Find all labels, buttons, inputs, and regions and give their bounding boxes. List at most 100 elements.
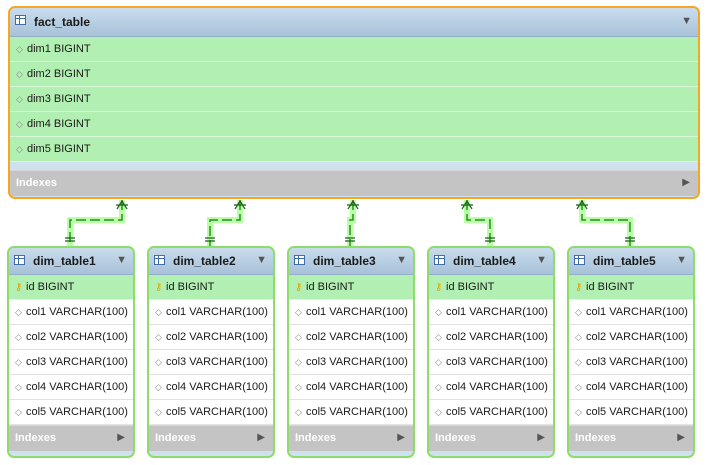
column-label: col3 VARCHAR(100) xyxy=(446,356,548,368)
relationship-dim1[interactable] xyxy=(65,199,128,246)
column-row[interactable]: ◇ col5 VARCHAR(100) xyxy=(569,400,693,425)
column-row[interactable]: ◇ col4 VARCHAR(100) xyxy=(429,375,553,400)
column-label: col3 VARCHAR(100) xyxy=(166,356,268,368)
column-row[interactable]: ◇ col4 VARCHAR(100) xyxy=(289,375,413,400)
triangle-down-icon[interactable]: ▼ xyxy=(681,15,692,27)
dim-table1-entity[interactable]: dim_table1 ▼ ⚷ id BIGINT ◇ col1 VARCHAR(… xyxy=(7,246,135,458)
column-row[interactable]: ◇ col4 VARCHAR(100) xyxy=(569,375,693,400)
triangle-right-icon[interactable]: ▶ xyxy=(682,177,690,188)
triangle-right-icon[interactable]: ▶ xyxy=(117,432,125,443)
column-row[interactable]: ◇ col4 VARCHAR(100) xyxy=(149,375,273,400)
column-row[interactable]: ◇ col5 VARCHAR(100) xyxy=(429,400,553,425)
column-label: id BIGINT xyxy=(586,281,635,293)
dim-table-header[interactable]: dim_table3 ▼ xyxy=(289,248,413,275)
column-row[interactable]: ◇ dim5 BIGINT xyxy=(10,137,698,162)
triangle-down-icon[interactable]: ▼ xyxy=(116,254,127,266)
column-row[interactable]: ◇ dim2 BIGINT xyxy=(10,62,698,87)
triangle-right-icon[interactable]: ▶ xyxy=(677,432,685,443)
table-name: fact_table xyxy=(34,15,91,29)
fact-table-entity[interactable]: fact_table ▼ ◇ dim1 BIGINT ◇ dim2 BIGINT… xyxy=(8,6,700,199)
column-row[interactable]: ◇ col5 VARCHAR(100) xyxy=(149,400,273,425)
relationship-dim5[interactable] xyxy=(576,199,635,246)
column-row[interactable]: ◇ col3 VARCHAR(100) xyxy=(149,350,273,375)
dim-table-header[interactable]: dim_table1 ▼ xyxy=(9,248,133,275)
indexes-label: Indexes xyxy=(435,432,476,444)
dim-table-header[interactable]: dim_table5 ▼ xyxy=(569,248,693,275)
relationship-dim4[interactable] xyxy=(461,199,495,246)
triangle-right-icon[interactable]: ▶ xyxy=(537,432,545,443)
column-row[interactable]: ◇ col3 VARCHAR(100) xyxy=(569,350,693,375)
dim-table-header[interactable]: dim_table2 ▼ xyxy=(149,248,273,275)
fact-table-header[interactable]: fact_table ▼ xyxy=(10,8,698,37)
column-row[interactable]: ◇ col2 VARCHAR(100) xyxy=(149,325,273,350)
table-grid-icon xyxy=(154,255,165,265)
relationship-dim2[interactable] xyxy=(205,199,246,246)
column-row[interactable]: ◇ col3 VARCHAR(100) xyxy=(429,350,553,375)
diamond-icon: ◇ xyxy=(155,407,162,417)
indexes-section[interactable]: Indexes ▶ xyxy=(9,425,133,451)
indexes-section[interactable]: Indexes ▶ xyxy=(289,425,413,451)
column-row[interactable]: ◇ dim4 BIGINT xyxy=(10,112,698,137)
triangle-down-icon[interactable]: ▼ xyxy=(676,254,687,266)
column-row[interactable]: ◇ col5 VARCHAR(100) xyxy=(289,400,413,425)
triangle-right-icon[interactable]: ▶ xyxy=(397,432,405,443)
table-name: dim_table5 xyxy=(593,254,656,268)
key-icon: ⚷ xyxy=(575,282,583,293)
indexes-label: Indexes xyxy=(295,432,336,444)
column-label: id BIGINT xyxy=(306,281,355,293)
diamond-icon: ◇ xyxy=(155,382,162,392)
column-label: dim3 BIGINT xyxy=(27,93,91,105)
dim-table-header[interactable]: dim_table4 ▼ xyxy=(429,248,553,275)
column-label: col4 VARCHAR(100) xyxy=(26,381,128,393)
column-label: col3 VARCHAR(100) xyxy=(306,356,408,368)
column-row[interactable]: ◇ col1 VARCHAR(100) xyxy=(9,300,133,325)
primary-key-row[interactable]: ⚷ id BIGINT xyxy=(289,275,413,300)
diamond-icon: ◇ xyxy=(155,332,162,342)
indexes-section[interactable]: Indexes ▶ xyxy=(429,425,553,451)
diamond-icon: ◇ xyxy=(295,332,302,342)
relationship-dim3[interactable] xyxy=(345,199,359,246)
triangle-down-icon[interactable]: ▼ xyxy=(396,254,407,266)
column-row[interactable]: ◇ col1 VARCHAR(100) xyxy=(289,300,413,325)
primary-key-row[interactable]: ⚷ id BIGINT xyxy=(429,275,553,300)
table-name: dim_table1 xyxy=(33,254,96,268)
column-list: ⚷ id BIGINT ◇ col1 VARCHAR(100) ◇ col2 V… xyxy=(149,275,273,425)
column-row[interactable]: ◇ col3 VARCHAR(100) xyxy=(289,350,413,375)
diamond-icon: ◇ xyxy=(435,382,442,392)
indexes-section[interactable]: Indexes ▶ xyxy=(149,425,273,451)
column-row[interactable]: ◇ col2 VARCHAR(100) xyxy=(9,325,133,350)
table-name: dim_table4 xyxy=(453,254,516,268)
indexes-section[interactable]: Indexes ▶ xyxy=(569,425,693,451)
diamond-icon: ◇ xyxy=(575,332,582,342)
column-row[interactable]: ◇ col2 VARCHAR(100) xyxy=(429,325,553,350)
table-name: dim_table2 xyxy=(173,254,236,268)
column-row[interactable]: ◇ dim1 BIGINT xyxy=(10,37,698,62)
primary-key-row[interactable]: ⚷ id BIGINT xyxy=(9,275,133,300)
diamond-icon: ◇ xyxy=(435,407,442,417)
primary-key-row[interactable]: ⚷ id BIGINT xyxy=(569,275,693,300)
column-label: col1 VARCHAR(100) xyxy=(26,306,128,318)
column-row[interactable]: ◇ col1 VARCHAR(100) xyxy=(569,300,693,325)
column-label: col5 VARCHAR(100) xyxy=(586,406,688,418)
triangle-right-icon[interactable]: ▶ xyxy=(257,432,265,443)
dim-table4-entity[interactable]: dim_table4 ▼ ⚷ id BIGINT ◇ col1 VARCHAR(… xyxy=(427,246,555,458)
column-row[interactable]: ◇ col5 VARCHAR(100) xyxy=(9,400,133,425)
column-row[interactable]: ◇ col3 VARCHAR(100) xyxy=(9,350,133,375)
column-row[interactable]: ◇ col2 VARCHAR(100) xyxy=(569,325,693,350)
column-row[interactable]: ◇ col2 VARCHAR(100) xyxy=(289,325,413,350)
dim-table2-entity[interactable]: dim_table2 ▼ ⚷ id BIGINT ◇ col1 VARCHAR(… xyxy=(147,246,275,458)
dim-table3-entity[interactable]: dim_table3 ▼ ⚷ id BIGINT ◇ col1 VARCHAR(… xyxy=(287,246,415,458)
column-row[interactable]: ◇ dim3 BIGINT xyxy=(10,87,698,112)
indexes-section[interactable]: Indexes ▶ xyxy=(10,170,698,196)
triangle-down-icon[interactable]: ▼ xyxy=(536,254,547,266)
column-list: ⚷ id BIGINT ◇ col1 VARCHAR(100) ◇ col2 V… xyxy=(289,275,413,425)
dim-table5-entity[interactable]: dim_table5 ▼ ⚷ id BIGINT ◇ col1 VARCHAR(… xyxy=(567,246,695,458)
column-row[interactable]: ◇ col4 VARCHAR(100) xyxy=(9,375,133,400)
triangle-down-icon[interactable]: ▼ xyxy=(256,254,267,266)
diamond-icon: ◇ xyxy=(16,94,23,104)
column-label: col2 VARCHAR(100) xyxy=(306,331,408,343)
column-row[interactable]: ◇ col1 VARCHAR(100) xyxy=(149,300,273,325)
primary-key-row[interactable]: ⚷ id BIGINT xyxy=(149,275,273,300)
column-row[interactable]: ◇ col1 VARCHAR(100) xyxy=(429,300,553,325)
